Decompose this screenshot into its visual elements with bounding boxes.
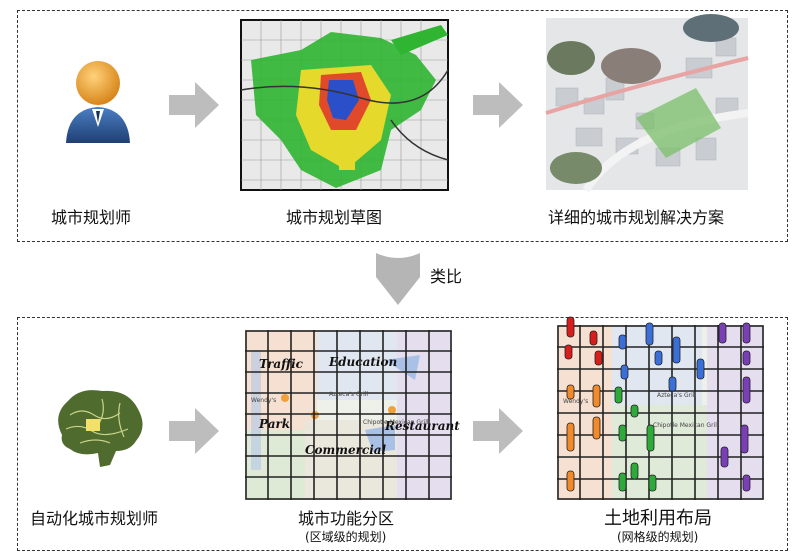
place-label-azteca: Azteca's Grill [657,392,696,399]
functional-zoning-label: 城市功能分区 [298,509,395,528]
functional-zoning-sublabel: (区域级的规划) [305,530,387,544]
urban-planner-person-icon [66,61,130,143]
arrow-right-icon [169,408,219,454]
brain-icon [58,390,143,467]
place-label-wendys: Wendy's [563,398,588,405]
detailed-plan-render [545,14,749,193]
place-label-wendys: Wendy's [251,397,276,404]
land-use-grid-map: Wendy's Azteca's Grill Chipotle Mexican … [557,316,764,500]
place-label-chipotle: Chipotle Mexican Grill [653,422,719,429]
analogy-label: 类比 [430,267,463,286]
arrow-right-icon [473,408,523,454]
analogy-chevron-icon [376,253,420,305]
zone-label-commercial: Commercial [305,443,387,457]
zone-label-park: Park [258,417,290,431]
arrow-right-icon [473,82,523,128]
sketch-label: 城市规划草图 [286,208,383,227]
functional-zoning-map: Traffic Education Park Restaurant Commer… [245,330,460,500]
plan-label: 详细的城市规划解决方案 [548,208,725,227]
place-label-azteca: Azteca's Grill [329,391,368,398]
zone-label-education: Education [328,355,397,369]
top-panel [17,10,788,242]
zone-label-restaurant: Restaurant [384,419,460,433]
planner-label: 城市规划师 [51,208,132,227]
arrow-right-icon [169,82,219,128]
city-sketch-map [240,19,449,191]
land-use-label: 土地利用布局 [604,508,712,529]
land-use-sublabel: (网格级的规划) [617,530,699,544]
auto-planner-label: 自动化城市规划师 [30,509,159,528]
zone-label-traffic: Traffic [259,357,304,371]
place-label-chipotle: Chipotle Mexican Grill [363,419,429,426]
bottom-panel [17,317,788,551]
